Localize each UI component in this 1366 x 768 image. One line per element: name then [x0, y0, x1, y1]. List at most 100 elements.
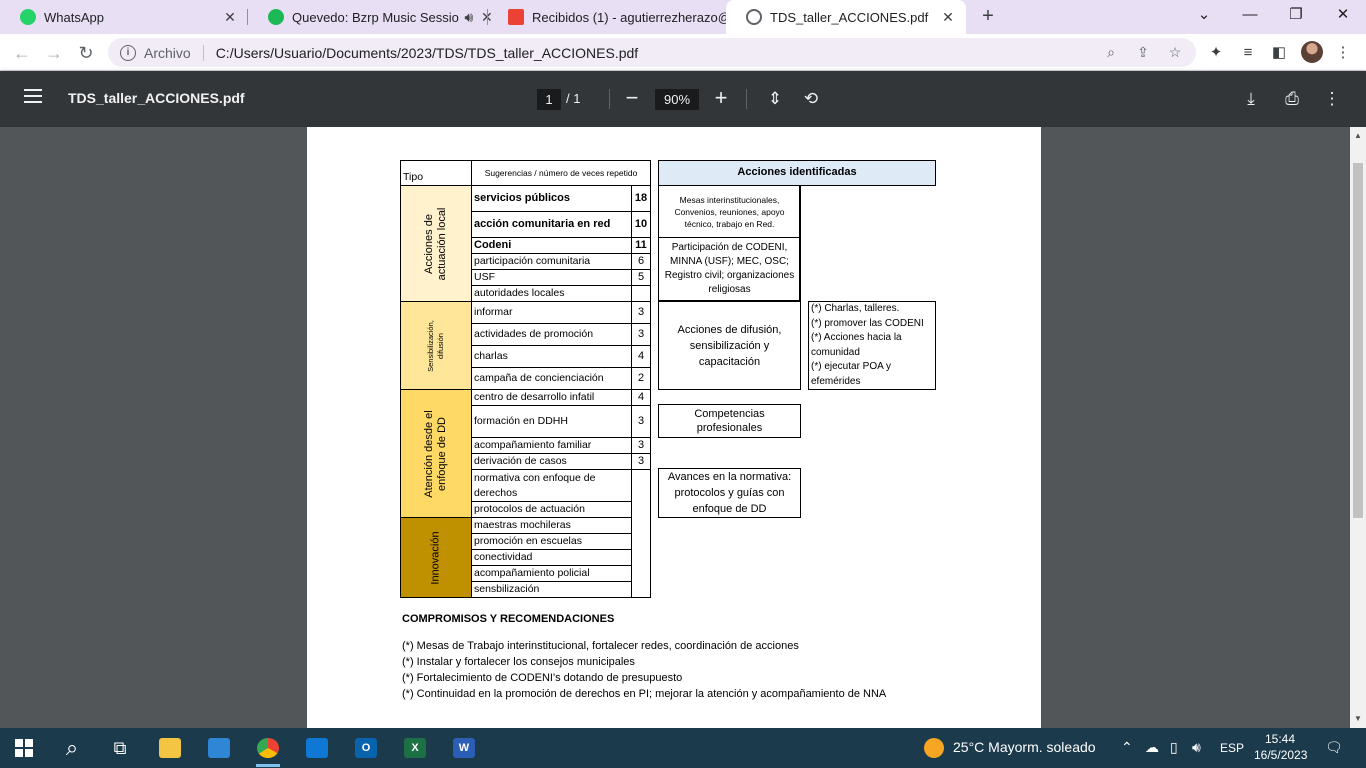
chrome-icon[interactable]: [248, 732, 288, 767]
count-cell: [631, 285, 651, 302]
tab-title: Recibidos (1) - agutierrezherazo@: [532, 9, 731, 25]
count-cell: 4: [631, 389, 651, 406]
battery-icon[interactable]: ▯: [1170, 739, 1178, 755]
task-view-icon[interactable]: ⧉: [113, 737, 127, 758]
category-actuacion-local: Acciones de actuación local: [400, 185, 472, 302]
clock[interactable]: 15:44 16/5/2023: [1254, 732, 1308, 762]
pdf-viewer[interactable]: Tipo Sugerencias / número de veces repet…: [0, 127, 1366, 728]
scroll-thumb[interactable]: [1353, 163, 1363, 518]
page-number-input[interactable]: 1: [537, 89, 561, 110]
search-icon[interactable]: ⌕: [65, 735, 79, 760]
side-panel-icon[interactable]: ◧: [1271, 44, 1287, 61]
suggestions-table: Tipo Sugerencias / número de veces repet…: [400, 160, 651, 598]
compromisos-title: COMPROMISOS Y RECOMENDACIONES: [402, 613, 615, 625]
notifications-icon[interactable]: 🗨︎: [1325, 739, 1343, 755]
compromiso-line: (*) Continuidad en la promoción de derec…: [402, 688, 887, 700]
volume-icon[interactable]: 🔊︎: [1192, 739, 1201, 755]
count-cell: 11: [631, 237, 651, 254]
file-explorer-icon[interactable]: [150, 732, 190, 764]
restore-button[interactable]: ❐: [1289, 6, 1303, 23]
star-icon[interactable]: ☆: [1168, 44, 1182, 60]
tab-quevedo[interactable]: Quevedo: Bzrp Music Sessio 🔊︎ ✕: [248, 0, 493, 34]
category-sensibilizacion: Sensibilización, difusión: [400, 301, 472, 390]
scroll-up-arrow[interactable]: ▲: [1354, 131, 1362, 140]
menu-icon[interactable]: ⋮: [1335, 44, 1351, 61]
close-tab-icon[interactable]: ✕: [479, 9, 495, 26]
category-innovacion: Innovación: [400, 517, 472, 598]
count-cell: 2: [631, 367, 651, 390]
rotate-icon[interactable]: ⟲: [803, 89, 819, 108]
pdf-toolbar: TDS_taller_ACCIONES.pdf 1 / 1 − 90% + ⇕ …: [0, 71, 1366, 127]
header-tipo: Tipo: [400, 160, 472, 186]
reload-button[interactable]: ↻: [78, 43, 94, 63]
close-tab-icon[interactable]: ✕: [224, 8, 236, 25]
mail-icon[interactable]: [297, 732, 337, 764]
table-row: servicios públicos: [471, 185, 632, 212]
table-row: formación en DDHH: [471, 405, 632, 438]
table-row: sensbilización: [471, 581, 632, 598]
chevron-up-icon[interactable]: ⌃: [1121, 739, 1133, 755]
table-row: protocolos de actuación: [471, 501, 632, 518]
store-icon[interactable]: [199, 732, 239, 764]
tab-title: Quevedo: Bzrp Music Sessio: [292, 9, 459, 25]
action-box: Competencias profesionales: [658, 404, 801, 438]
tab-title: WhatsApp: [44, 9, 104, 25]
count-cell: 6: [631, 253, 651, 270]
count-cell: 4: [631, 345, 651, 368]
forward-button[interactable]: →: [45, 43, 63, 63]
fit-page-icon[interactable]: ⇕: [767, 89, 783, 108]
windows-start-icon[interactable]: [4, 732, 44, 764]
tab-whatsapp[interactable]: WhatsApp ✕: [0, 0, 248, 34]
more-options-icon[interactable]: ⋮: [1323, 89, 1341, 108]
table-row: campaña de concienciación: [471, 367, 632, 390]
table-row: maestras mochileras: [471, 517, 632, 534]
close-tab-icon[interactable]: ✕: [942, 8, 954, 25]
back-button[interactable]: ←: [13, 43, 31, 63]
table-row: informar: [471, 301, 632, 324]
action-box: Avances en la normativa: protocolos y gu…: [658, 468, 801, 518]
zoom-icon[interactable]: ⌕: [1107, 44, 1115, 60]
download-icon[interactable]: ⤓: [1247, 89, 1255, 108]
print-icon[interactable]: ⎙: [1285, 89, 1299, 108]
table-row: derivación de casos: [471, 453, 632, 470]
new-tab-button[interactable]: +: [982, 5, 994, 27]
outlook-icon[interactable]: O: [346, 732, 386, 764]
excel-icon[interactable]: X: [395, 732, 435, 764]
vertical-scrollbar[interactable]: ▲ ▼: [1350, 127, 1366, 728]
word-icon[interactable]: W: [444, 732, 484, 764]
weather-icon[interactable]: [914, 732, 954, 764]
close-window-button[interactable]: ✕: [1336, 6, 1350, 23]
gmail-icon: [508, 9, 524, 25]
zoom-out-button[interactable]: −: [625, 85, 639, 110]
tab-search-icon[interactable]: ⌄: [1197, 6, 1211, 23]
taskbar: ⌕ ⧉ O X W 25°C Mayorm. soleado ⌃ ☁ ▯ 🔊︎ …: [0, 728, 1366, 768]
omnibox[interactable]: i Archivo C:/Users/Usuario/Documents/202…: [108, 38, 1196, 67]
pdf-page: Tipo Sugerencias / número de veces repet…: [307, 127, 1041, 728]
url-text[interactable]: C:/Users/Usuario/Documents/2023/TDS/TDS_…: [215, 44, 639, 61]
language-indicator[interactable]: ESP: [1220, 741, 1245, 755]
share-icon[interactable]: ⇪: [1137, 44, 1149, 60]
minimize-button[interactable]: —: [1242, 6, 1258, 23]
tab-strip: WhatsApp ✕ Quevedo: Bzrp Music Sessio 🔊︎…: [0, 0, 1366, 34]
tab-gmail[interactable]: Recibidos (1) - agutierrezherazo@ ✕: [488, 0, 745, 34]
header-sugerencias: Sugerencias / número de veces repetido: [471, 160, 651, 186]
weather-text[interactable]: 25°C Mayorm. soleado: [953, 739, 1096, 755]
speaker-icon[interactable]: 🔊︎: [464, 8, 474, 25]
spotify-icon: [268, 9, 284, 25]
tab-pdf[interactable]: TDS_taller_ACCIONES.pdf ✕: [726, 0, 966, 34]
info-icon[interactable]: i: [120, 44, 136, 61]
table-row: acción comunitaria en red: [471, 211, 632, 238]
table-row: actividades de promoción: [471, 323, 632, 346]
media-control-icon[interactable]: ≡: [1243, 44, 1253, 61]
extensions-icon[interactable]: ✦: [1209, 44, 1223, 61]
zoom-in-button[interactable]: +: [714, 85, 728, 110]
address-bar: ← → ↻ i Archivo C:/Users/Usuario/Documen…: [0, 34, 1366, 71]
onedrive-icon[interactable]: ☁: [1145, 739, 1159, 755]
table-row: acompañamiento policial: [471, 565, 632, 582]
table-row: conectividad: [471, 549, 632, 566]
scroll-down-arrow[interactable]: ▼: [1354, 714, 1362, 723]
profile-avatar[interactable]: [1301, 41, 1323, 63]
zoom-level-input[interactable]: 90%: [655, 89, 699, 110]
hamburger-menu-icon[interactable]: [24, 89, 42, 107]
table-row: autoridades locales: [471, 285, 632, 302]
